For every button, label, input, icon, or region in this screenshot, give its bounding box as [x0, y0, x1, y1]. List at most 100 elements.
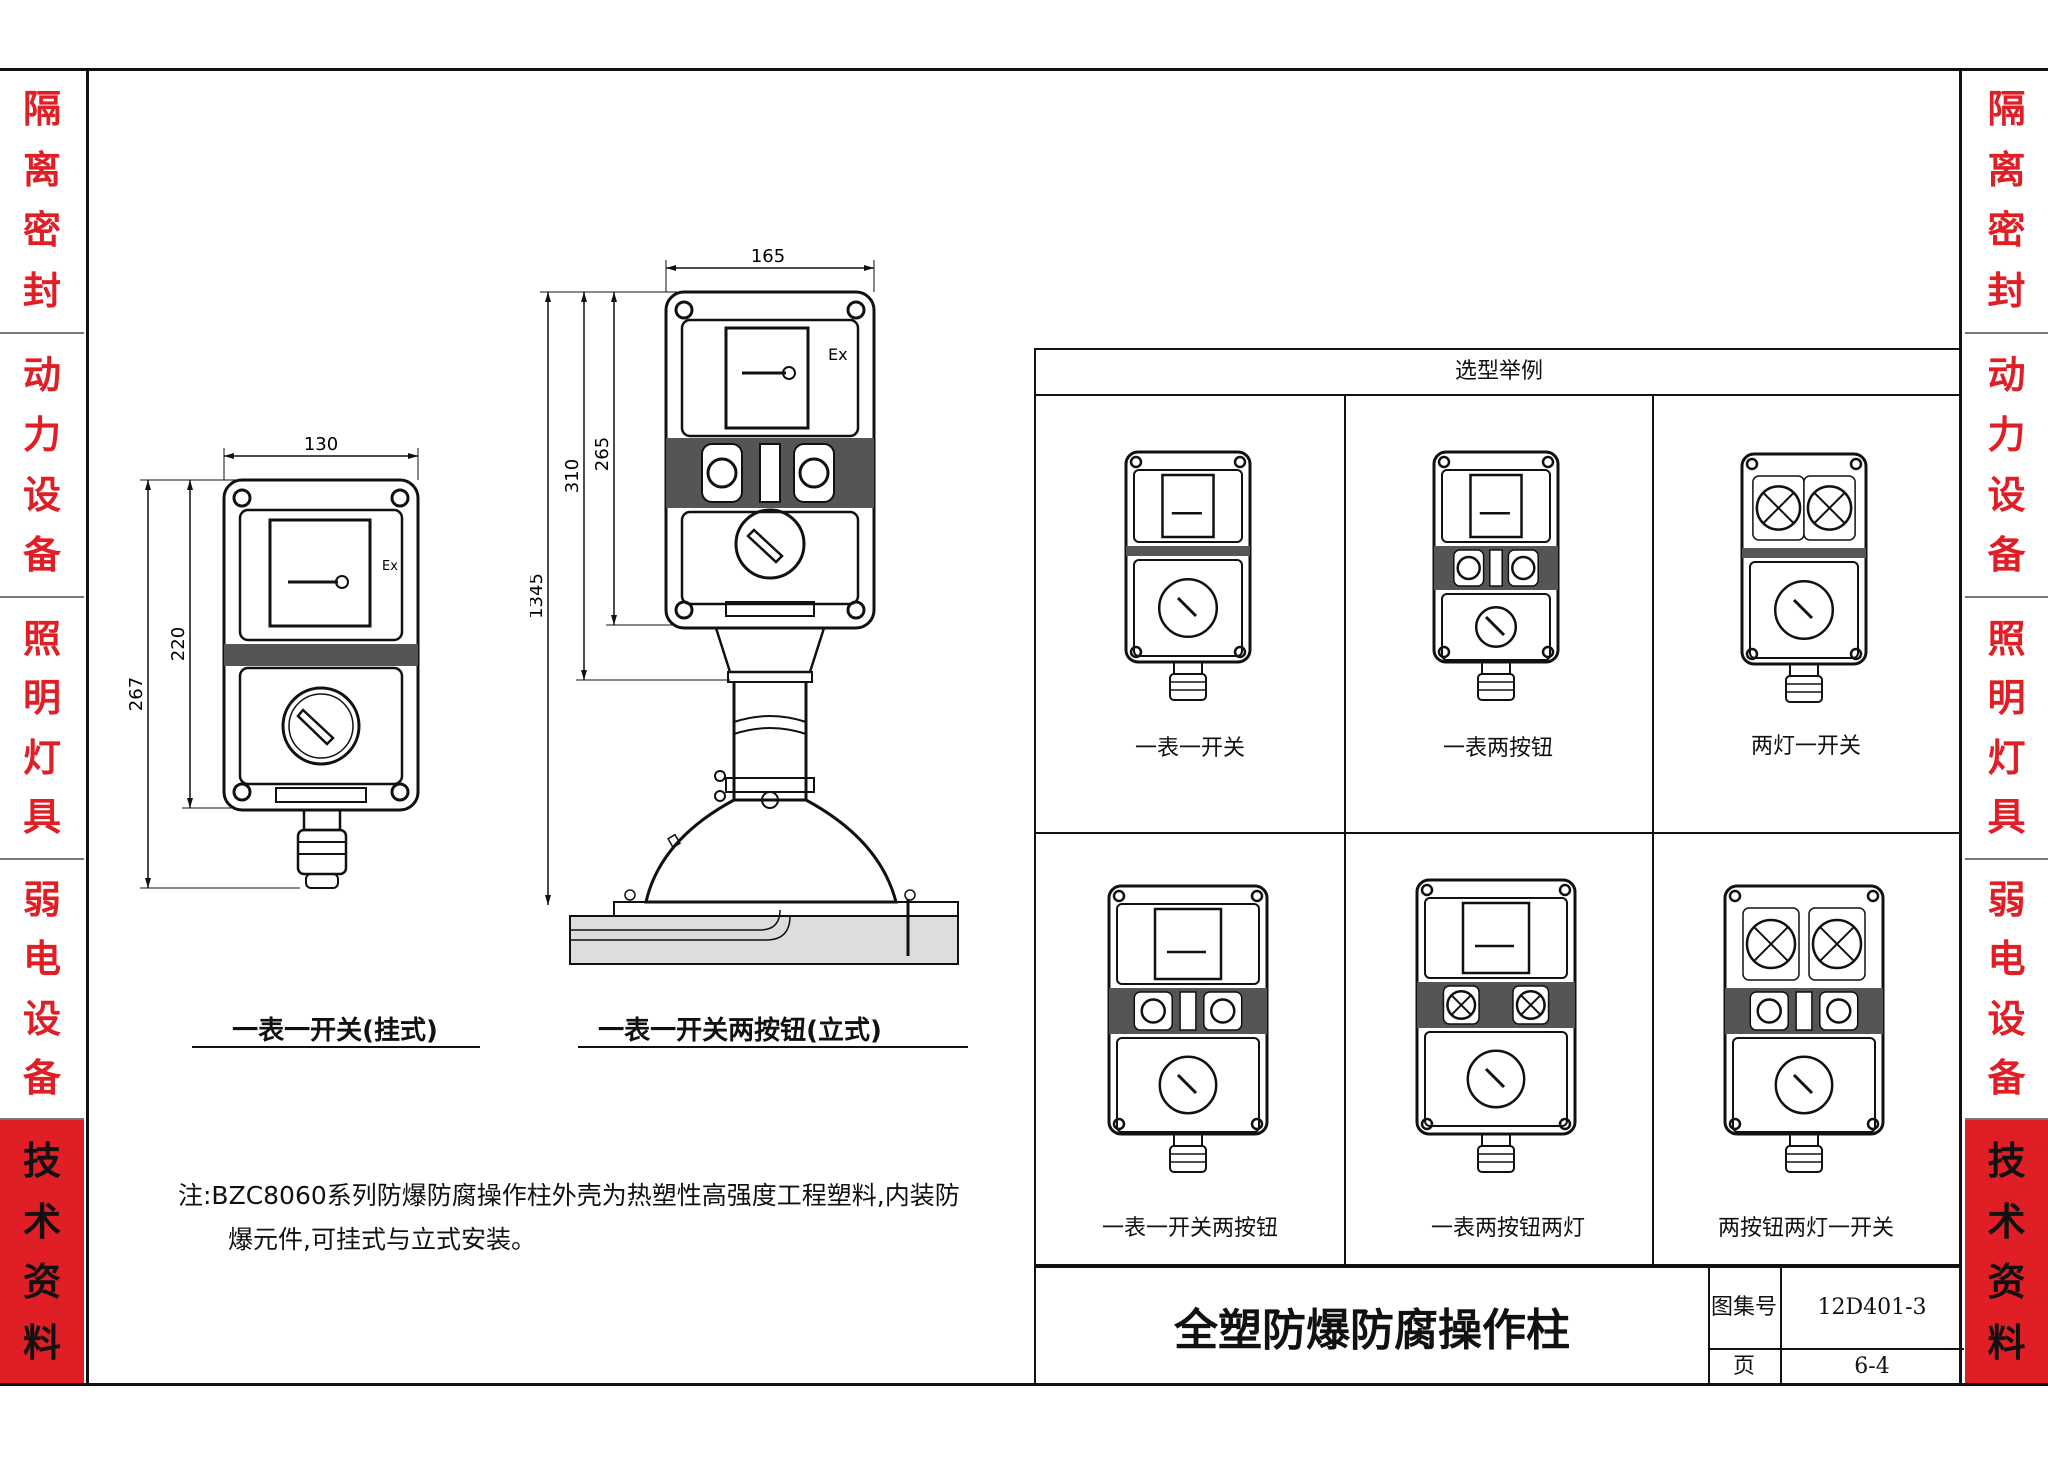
left-tab-3[interactable]: 照明灯具 [0, 598, 84, 860]
screw-icon [1541, 455, 1555, 469]
lamp-cross [1819, 926, 1855, 962]
cable-gland [1789, 663, 1819, 677]
lamp-cross [1813, 492, 1846, 524]
screw-icon [1233, 455, 1247, 469]
title-block-divider-h [1708, 1348, 1964, 1350]
stand-dim-h1: 265 [592, 437, 613, 471]
cable-gland-nut [1785, 1145, 1823, 1173]
right-tab-2-char: 力 [1987, 413, 2026, 457]
screw-icon [1849, 647, 1863, 661]
lamp-band [1417, 982, 1575, 1028]
screw-icon [1129, 455, 1143, 469]
bottom-rule-left [0, 1383, 86, 1386]
stop-button-icon [1210, 998, 1236, 1024]
screw-icon [1558, 883, 1572, 897]
left-tab-5[interactable]: 技术资料 [0, 1120, 84, 1386]
title-text: 全塑防爆防腐操作柱 [1174, 1305, 1570, 1356]
cable-gland [1789, 1133, 1819, 1147]
indicator-lamp-icon [1811, 918, 1863, 970]
title-block-divider-v2 [1780, 1268, 1782, 1386]
top-rule-left [0, 68, 86, 71]
switch-panel [1116, 1037, 1260, 1133]
bottom-rule-right [1962, 1383, 2048, 1386]
left-tab-4[interactable]: 弱电设备 [0, 860, 84, 1120]
device-body [1124, 450, 1252, 664]
stop-button-icon [1826, 998, 1852, 1024]
cell-label-2: 一表两按钮 [1442, 736, 1553, 761]
screw-icon [1866, 1117, 1880, 1131]
left-tab-5-char: 料 [22, 1320, 61, 1365]
left-tab-2-char: 力 [22, 413, 61, 457]
table-col-divider-1 [1344, 394, 1346, 1266]
right-tab-5[interactable]: 技术资料 [1965, 1120, 2048, 1386]
wall-mount-drawing: 130 267 220 Ex [126, 434, 420, 889]
stand-ex-mark: Ex [828, 345, 848, 364]
meter-window [1161, 473, 1215, 539]
screw-icon [1558, 1117, 1572, 1131]
meter-panel [1424, 897, 1568, 979]
selection-device-drawings [1107, 450, 1885, 1173]
switch-panel [1441, 593, 1551, 661]
rotary-switch-icon [1474, 605, 1518, 649]
note-line-1: 注:BZC8060系列防爆防腐操作柱外壳为热塑性高强度工程塑料,内装防 [178, 1181, 960, 1210]
switch-panel [1732, 1037, 1876, 1133]
stand-mount-caption: 一表一开关两按钮(立式) [598, 1016, 882, 1046]
left-tab-3-char: 照 [22, 616, 61, 661]
meter-panel [1133, 469, 1243, 543]
left-tab-4-char: 电 [22, 937, 61, 982]
rotary-switch-icon [1774, 1055, 1834, 1115]
left-tab-4-char: 设 [22, 996, 61, 1041]
atlas-no-value: 12D401-3 [1817, 1295, 1927, 1320]
left-tab-3-char: 灯 [22, 735, 61, 780]
left-tab-1[interactable]: 隔离密封 [0, 68, 84, 334]
screw-icon [1420, 883, 1434, 897]
right-tab-2-char: 备 [1987, 533, 2026, 577]
stand-dim-total: 1345 [530, 573, 547, 619]
screw-icon [1250, 889, 1264, 903]
note-text: 注:BZC8060系列防爆防腐操作柱外壳为热塑性高强度工程塑料,内装防 爆元件,… [178, 1174, 978, 1262]
right-tab-2-char: 设 [1987, 473, 2026, 517]
right-tab-4-char: 电 [1987, 937, 2026, 982]
right-tab-1[interactable]: 隔离密封 [1965, 68, 2048, 334]
button-left [1749, 991, 1789, 1031]
screw-icon [1112, 889, 1126, 903]
screw-icon [1437, 645, 1451, 659]
lamp-cross [1450, 994, 1472, 1016]
switch-panel [1133, 559, 1243, 657]
cell-label-5: 一表两按钮两灯 [1430, 1216, 1585, 1241]
right-tab-2[interactable]: 动力设备 [1965, 334, 2048, 598]
right-tab-1-char: 隔 [1987, 87, 2026, 132]
right-tab-4-char: 弱 [1987, 878, 2026, 923]
right-tab-1-char: 密 [1987, 208, 2026, 253]
screw-icon [1541, 645, 1555, 659]
stop-button-icon [1511, 555, 1536, 581]
button-left [1133, 991, 1173, 1031]
left-tab-2-char: 设 [22, 473, 61, 517]
switch-handle [1484, 615, 1506, 637]
button-divider [1795, 991, 1813, 1031]
meter-window [1461, 901, 1531, 975]
switch-panel [1424, 1031, 1568, 1127]
meter-window [1153, 907, 1223, 981]
rotary-switch-icon [1466, 1049, 1526, 1109]
atlas-no-label: 图集号 [1710, 1295, 1777, 1320]
button-right [1819, 991, 1859, 1031]
right-tab-3[interactable]: 照明灯具 [1965, 598, 2048, 860]
rotary-switch-icon [1157, 577, 1219, 639]
left-tab-3-char: 明 [22, 676, 61, 721]
left-tab-2[interactable]: 动力设备 [0, 334, 84, 598]
note-line-2: 爆元件,可挂式与立式安装。 [228, 1225, 536, 1254]
lamp-cross [1762, 492, 1795, 524]
meter-panel [1116, 903, 1260, 985]
right-tab-5-char: 料 [1987, 1320, 2026, 1365]
left-tab-4-char: 备 [22, 1055, 61, 1100]
screw-icon [1420, 1117, 1434, 1131]
right-tab-4[interactable]: 弱电设备 [1965, 860, 2048, 1120]
left-tab-1-char: 密 [22, 208, 61, 253]
stand-dim-width: 165 [751, 246, 785, 267]
page-value: 6-4 [1854, 1354, 1890, 1379]
cell-label-6: 两按钮两灯一开关 [1717, 1216, 1894, 1241]
cell-label-1: 一表一开关 [1134, 736, 1245, 761]
left-tab-5-char: 资 [22, 1260, 61, 1305]
cable-gland-nut [1169, 1145, 1207, 1173]
